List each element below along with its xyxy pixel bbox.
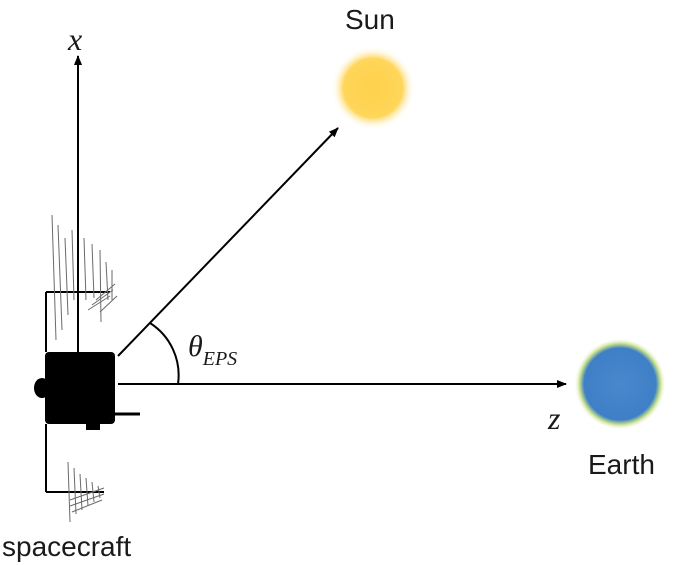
spacecraft-label: spacecraft <box>2 531 131 562</box>
spacecraft-icon <box>34 214 140 523</box>
svg-text:θEPS: θEPS <box>188 330 237 370</box>
sun-direction-arrow <box>117 127 339 357</box>
earth-label: Earth <box>588 449 655 480</box>
theta-subscript: EPS <box>202 348 237 370</box>
theta-symbol: θ <box>188 330 203 363</box>
x-axis-label: x <box>67 21 82 57</box>
z-axis-label: z <box>547 400 561 436</box>
sun-icon <box>331 46 415 130</box>
theta-angle-arc <box>149 322 180 385</box>
sun-label: Sun <box>345 4 395 35</box>
earth-icon <box>574 338 666 430</box>
